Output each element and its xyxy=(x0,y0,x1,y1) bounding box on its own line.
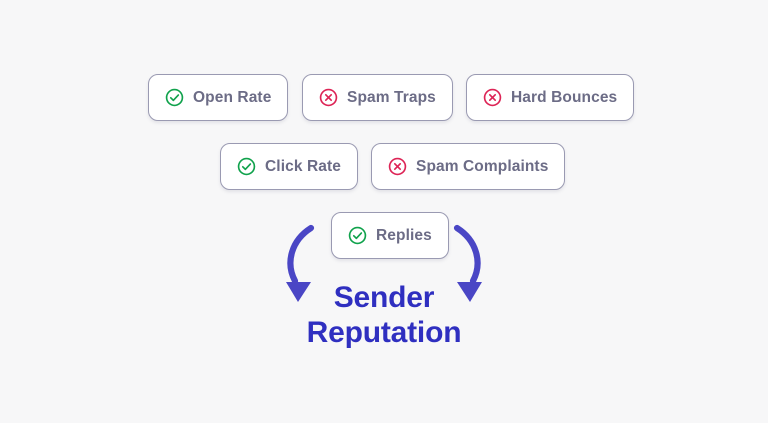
check-circle-icon xyxy=(348,226,367,245)
check-circle-icon xyxy=(165,88,184,107)
headline-line-2: Reputation xyxy=(306,316,462,350)
metric-chip-label: Spam Complaints xyxy=(416,157,549,175)
metric-chip-hard-bounces[interactable]: Hard Bounces xyxy=(466,74,635,121)
metric-chip-spam-traps[interactable]: Spam Traps xyxy=(302,74,453,121)
metric-chip-label: Spam Traps xyxy=(347,88,436,106)
metric-chip-label: Replies xyxy=(376,226,432,244)
x-circle-icon xyxy=(388,157,407,176)
metric-chip-label: Open Rate xyxy=(193,88,272,106)
x-circle-icon xyxy=(483,88,502,107)
metric-chip-replies[interactable]: Replies xyxy=(331,212,449,259)
x-circle-icon xyxy=(319,88,338,107)
metric-chip-label: Click Rate xyxy=(265,157,341,175)
headline-line-1: Sender xyxy=(333,281,435,314)
metric-chip-click-rate[interactable]: Click Rate xyxy=(220,143,358,190)
metric-chip-open-rate[interactable]: Open Rate xyxy=(148,74,289,121)
headline: Sender Reputation xyxy=(0,280,768,350)
metric-chip-label: Hard Bounces xyxy=(511,88,618,106)
check-circle-icon xyxy=(237,157,256,176)
metric-chip-spam-complaints[interactable]: Spam Complaints xyxy=(371,143,566,190)
